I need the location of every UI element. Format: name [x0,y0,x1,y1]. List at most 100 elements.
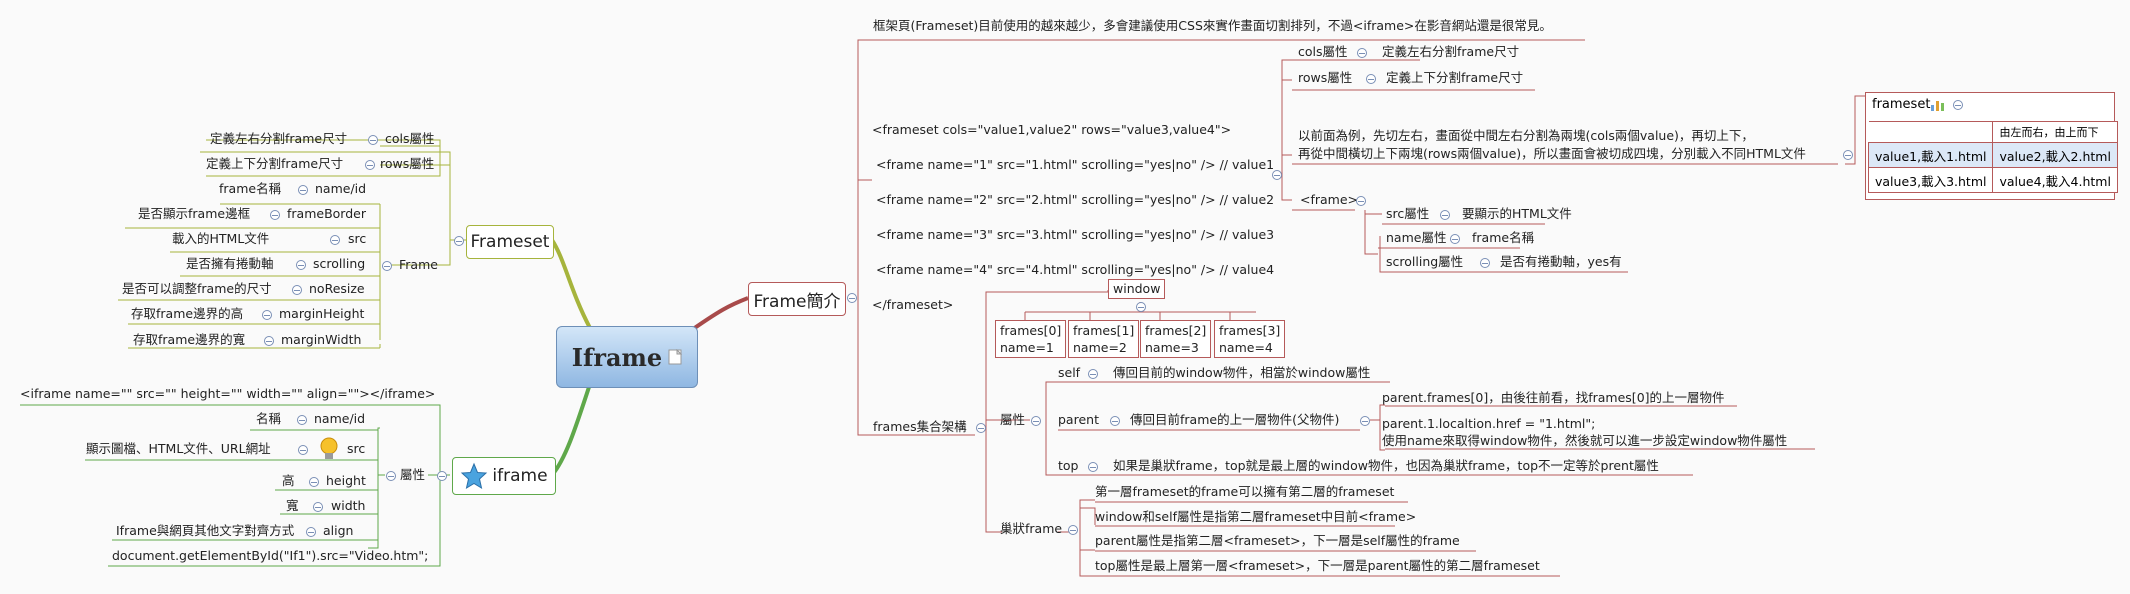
frame-item-name: marginWidth [281,332,362,347]
code-line: <frame name="4" src="4.html" scrolling="… [872,261,1275,277]
collapse-toggle-icon[interactable] [386,471,396,481]
frame-box: frames[3]name=4 [1214,320,1286,358]
collapse-toggle-icon[interactable] [1480,258,1490,268]
collapse-toggle-icon[interactable] [382,261,392,271]
frame-item-desc: 是否可以調整frame的尺寸 [122,281,272,296]
collapse-toggle-icon[interactable] [298,445,308,455]
collapse-toggle-icon[interactable] [976,423,986,433]
parent-sub1: parent.frames[0]，由後往前看，找frames[0]的上一層物件 [1382,390,1725,405]
frame-box-index: frames[1] [1073,323,1135,338]
parent-sub2-line1: parent.1.localtion.href = "1.html"; [1382,416,1596,431]
frame-item-desc: 是否顯示frame邊框 [138,206,251,221]
frame-attr-name: scrolling屬性 [1386,254,1464,269]
collapse-toggle-icon[interactable] [262,310,272,320]
collapse-toggle-icon[interactable] [365,160,375,170]
frame-item-desc: 存取frame邊界的寬 [133,332,246,347]
parent-name: parent [1058,412,1099,427]
frame-box: frames[0]name=1 [995,320,1067,358]
collapse-toggle-icon[interactable] [292,285,302,295]
collapse-toggle-icon[interactable] [264,336,274,346]
collapse-toggle-icon[interactable] [1953,100,1963,110]
collapse-toggle-icon[interactable] [368,135,378,145]
table-cell: value2,載入2.html [1992,142,2118,168]
collapse-toggle-icon[interactable] [1136,302,1146,312]
collapse-toggle-icon[interactable] [1272,170,1282,180]
intro-text: 框架頁(Frameset)目前使用的越來越少，多會建議使用CSS來實作畫面切割排… [873,18,1552,33]
example-text-line1: 以前面為例，先切左右，畫面從中間左右分割為兩塊(cols兩個value)，再切上… [1298,128,1754,143]
frame-item-name: frameBorder [287,206,366,221]
star-icon [461,462,488,490]
frameset-cols-desc: 定義左右分割frame尺寸 [210,131,348,146]
central-title: Iframe [571,342,663,372]
iframe-topic[interactable]: iframe [452,457,556,495]
iframe-item-name: src [347,441,366,456]
frame-attr-desc: 是否有捲動軸，yes有 [1500,254,1622,269]
top-desc: 如果是巢狀frame，top就是最上層的window物件，也因為巢狀frame，… [1113,458,1659,473]
collapse-toggle-icon[interactable] [297,415,307,425]
iframe-item-name: align [323,523,354,538]
frame-box-index: frames[0] [1000,323,1062,338]
chart-icon [1931,101,1944,111]
frame-attr-desc: 要顯示的HTML文件 [1462,206,1572,221]
frameset-rows-name: rows屬性 [380,156,435,171]
collapse-toggle-icon[interactable] [1357,48,1367,58]
frame-box-index: frames[3] [1219,323,1281,338]
collapse-toggle-icon[interactable] [309,477,319,487]
code-line: <frameset cols="value1,value2" rows="val… [872,121,1232,137]
collapse-toggle-icon[interactable] [306,527,316,537]
frame-item-name: marginHeight [279,306,365,321]
collapse-toggle-icon[interactable] [330,235,340,245]
lightbulb-icon [320,437,338,459]
collapse-toggle-icon[interactable] [847,293,857,303]
frameset-table-header: frameset [1872,97,1931,112]
code-line: </frameset> [872,296,954,312]
iframe-tag-text: <iframe name="" src="" height="" width="… [20,386,436,401]
example-text-line2: 再從中間橫切上下兩塊(rows兩個value)，所以畫面會被切成四塊，分別載入不… [1298,146,1806,161]
collapse-toggle-icon[interactable] [1366,74,1376,84]
cols-attr-desc: 定義左右分割frame尺寸 [1382,44,1520,59]
collapse-toggle-icon[interactable] [1031,416,1041,426]
collapse-toggle-icon[interactable] [1843,150,1853,160]
iframe-script-text: document.getElementById("If1").src="Vide… [112,548,429,563]
collapse-toggle-icon[interactable] [296,260,306,270]
collapse-toggle-icon[interactable] [437,471,447,481]
collapse-toggle-icon[interactable] [270,210,280,220]
table-cell: value3,載入3.html [1867,167,1994,193]
iframe-item-desc: 高 [282,473,295,488]
frameset-cols-name: cols屬性 [385,131,435,146]
window-box: window [1108,279,1166,299]
frame-attr-name: name屬性 [1386,230,1447,245]
frame-intro-topic-label: Frame簡介 [753,291,841,312]
collapse-toggle-icon[interactable] [313,502,323,512]
iframe-attr-label: 屬性 [400,467,426,482]
self-name: self [1058,365,1081,380]
collapse-toggle-icon[interactable] [1088,462,1098,472]
collapse-toggle-icon[interactable] [1360,416,1370,426]
collapse-toggle-icon[interactable] [1450,234,1460,244]
rows-attr-name: rows屬性 [1298,70,1353,85]
cols-attr-name: cols屬性 [1298,44,1348,59]
central-topic[interactable]: Iframe [556,326,698,388]
frame-box: frames[1] name=2 [1068,320,1140,358]
nested-item: window和self屬性是指第二層frameset中目前<frame> [1095,509,1417,524]
iframe-topic-label: iframe [492,466,548,486]
frame-intro-topic[interactable]: Frame簡介 [748,282,846,316]
collapse-toggle-icon[interactable] [1356,196,1366,206]
frameset-topic[interactable]: Frameset [466,225,554,259]
collapse-toggle-icon[interactable] [454,236,464,246]
frame-item-name: noResize [309,281,365,296]
rows-attr-desc: 定義上下分割frame尺寸 [1386,70,1524,85]
collapse-toggle-icon[interactable] [298,185,308,195]
collapse-toggle-icon[interactable] [1110,416,1120,426]
frame-item-name: scrolling [313,256,366,271]
collapse-toggle-icon[interactable] [1068,525,1078,535]
self-desc: 傳回目前的window物件，相當於window屬性 [1113,365,1371,380]
frame-attr-desc: frame名稱 [1472,230,1535,245]
collapse-toggle-icon[interactable] [1088,369,1098,379]
collapse-toggle-icon[interactable] [1440,210,1450,220]
code-line: <frame name="2" src="2.html" scrolling="… [872,191,1275,207]
frame-box-name: name=2 [1073,340,1127,355]
